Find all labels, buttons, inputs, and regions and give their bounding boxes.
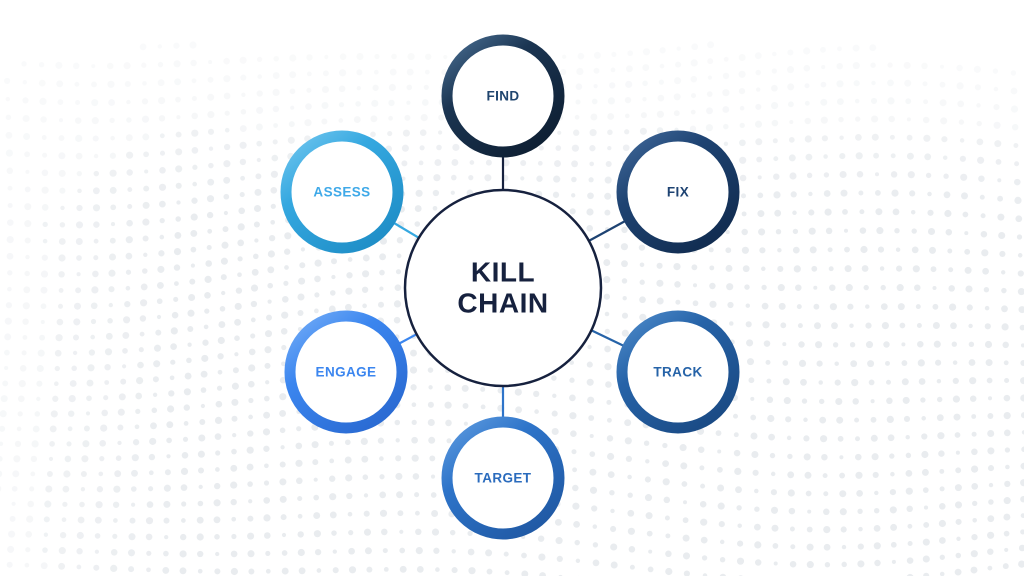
node-label-fix: FIX: [666, 184, 690, 200]
connector-fix: [588, 220, 627, 242]
connector-assess: [392, 221, 420, 239]
node-track[interactable]: [616, 310, 740, 434]
node-label-assess: ASSESS: [313, 184, 371, 200]
hub-circle-shape[interactable]: [403, 188, 603, 388]
node-assess[interactable]: [280, 130, 404, 254]
node-ring-assess: [280, 130, 404, 254]
node-label-track: TRACK: [653, 364, 703, 380]
hub-label: KILL CHAIN: [457, 256, 549, 319]
connector-engage: [398, 333, 417, 345]
node-find[interactable]: [441, 34, 565, 158]
node-rings: [280, 34, 740, 540]
node-engage[interactable]: [284, 310, 408, 434]
node-ring-fix: [616, 130, 740, 254]
connector-lines: [392, 155, 627, 419]
hub-circle[interactable]: [403, 188, 603, 388]
node-ring-find: [441, 34, 565, 158]
node-ring-engage: [284, 310, 408, 434]
connector-track: [591, 329, 625, 347]
node-label-find: FIND: [486, 88, 520, 104]
node-ring-track: [616, 310, 740, 434]
node-label-engage: ENGAGE: [315, 364, 377, 380]
node-fix[interactable]: [616, 130, 740, 254]
node-ring-target: [441, 416, 565, 540]
node-target[interactable]: [441, 416, 565, 540]
node-label-target: TARGET: [474, 470, 532, 486]
